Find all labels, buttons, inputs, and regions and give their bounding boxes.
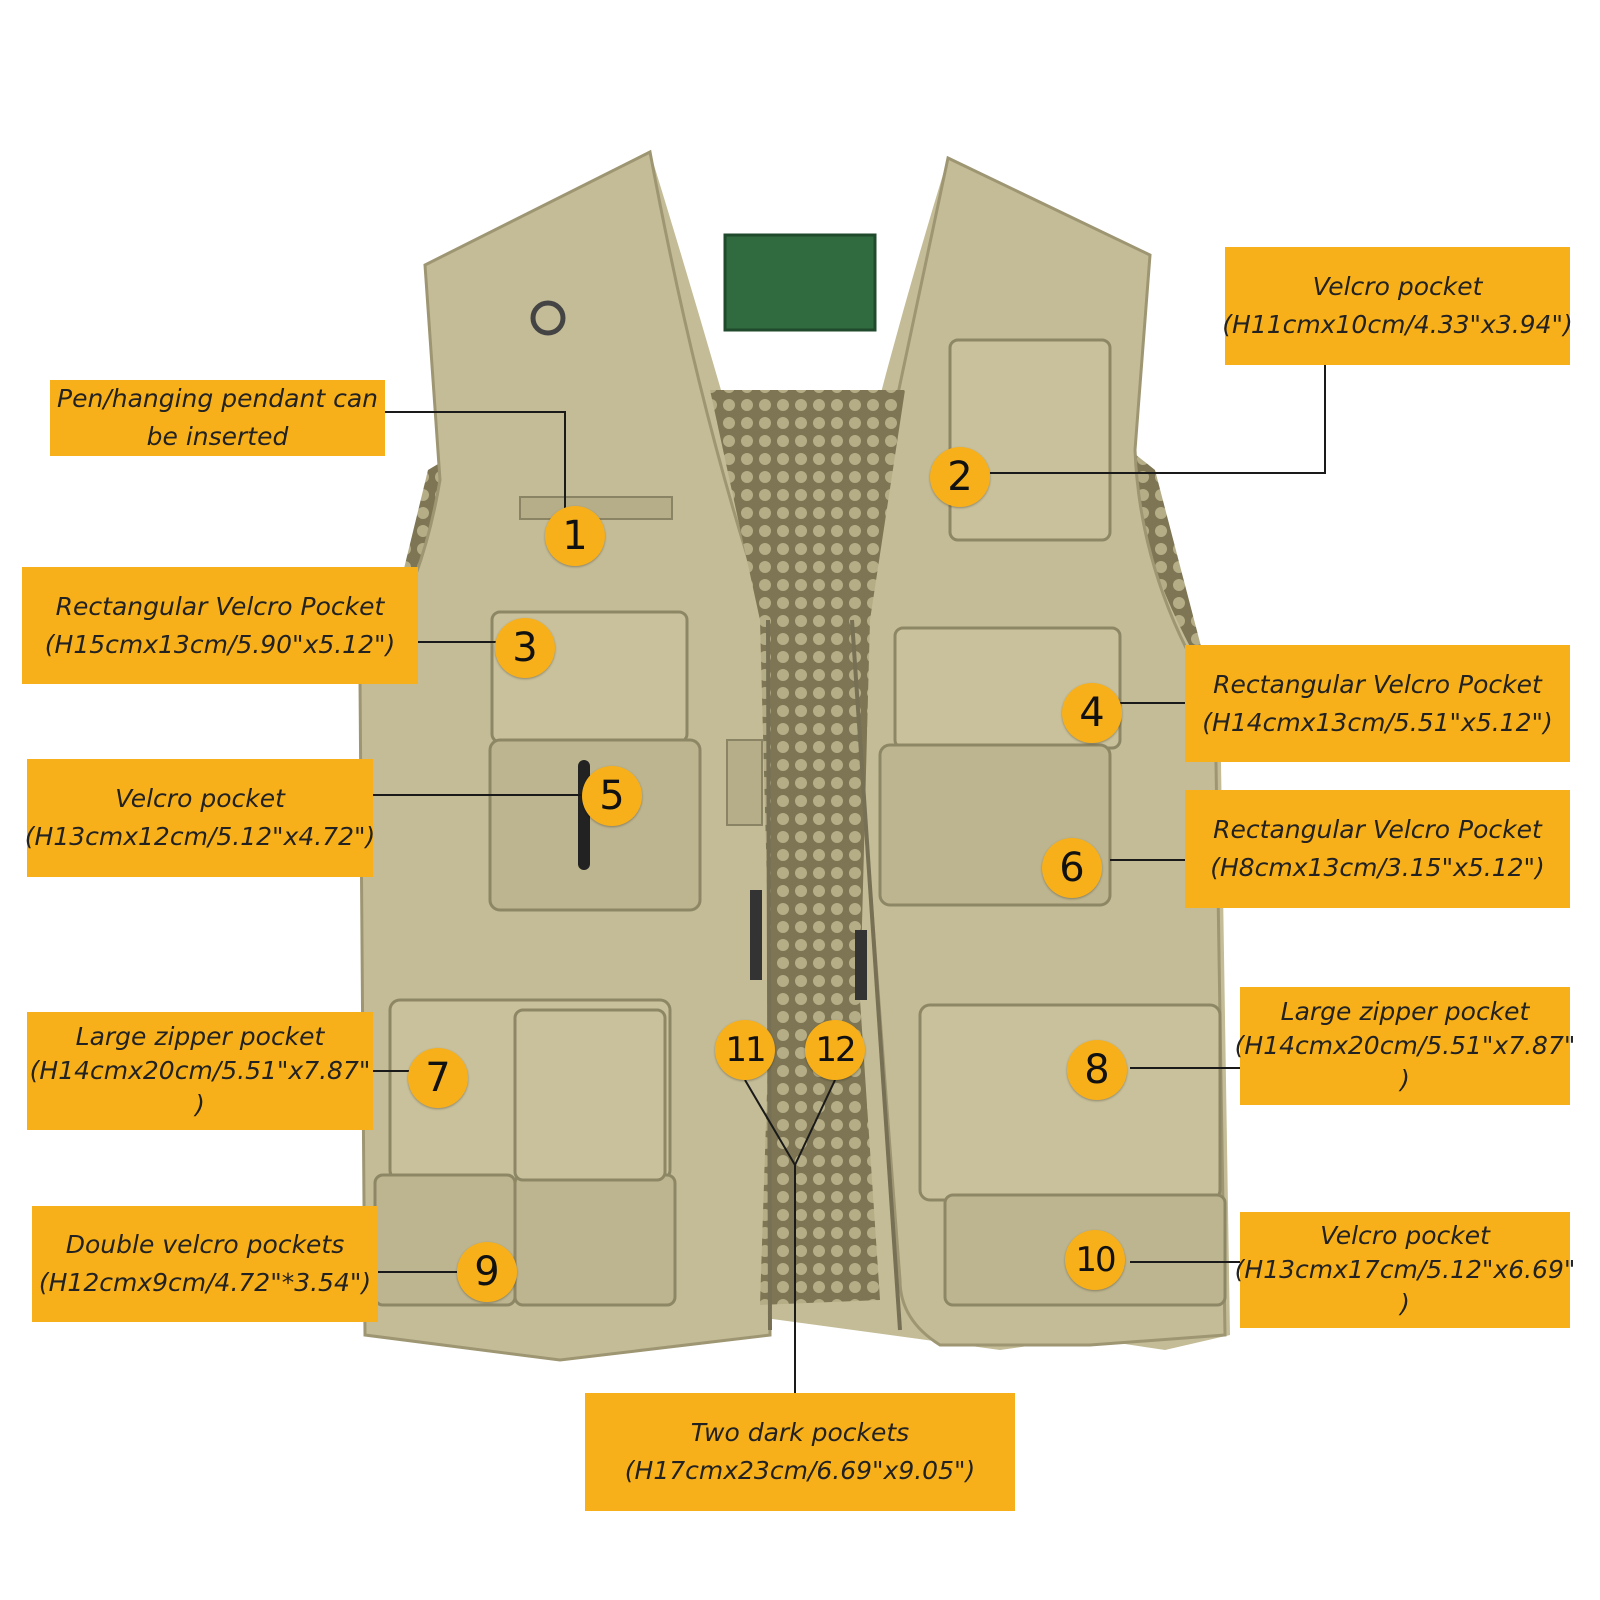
callout-7-line-1: Large zipper pocket [75,1022,325,1051]
callout-9-line-2: (H12cmx9cm/4.72"*3.54") [38,1268,372,1297]
callout-5-line-1: Velcro pocket [115,784,285,813]
callout-2-line-1: Velcro pocket [1312,272,1483,301]
badge-1: 1 [545,506,605,566]
badge-9: 9 [457,1242,517,1302]
velcro-tab [726,739,763,826]
callout-8-line-2: (H14cmx20cm/5.51"x7.87" [1234,1031,1576,1060]
callout-5-line-2: (H13cmx12cm/5.12"x4.72") [24,822,376,851]
center-zipper-right [850,619,902,1331]
zipper-pull-11 [750,890,762,980]
callout-7-line-3: ) [195,1090,205,1119]
badge-8: 8 [1067,1040,1127,1100]
callout-11-12-label: Two dark pockets (H17cmx23cm/6.69"x9.05"… [585,1393,1015,1511]
callout-10-line-3: ) [1400,1289,1410,1318]
badge-2: 2 [930,447,990,507]
callout-10-label: Velcro pocket (H13cmx17cm/5.12"x6.69" ) [1235,1212,1575,1328]
callout-11-12-line-1: Two dark pockets [690,1418,910,1447]
pocket-8 [918,1003,1222,1202]
callout-3-label: Rectangular Velcro Pocket (H15cmx13cm/5.… [22,567,418,684]
callout-3-line-2: (H15cmx13cm/5.90"x5.12") [44,629,396,659]
callout-9-label: Double velcro pockets (H12cmx9cm/4.72"*3… [32,1206,378,1322]
callout-3-line-1: Rectangular Velcro Pocket [55,591,385,621]
badge-3: 3 [495,618,555,678]
callout-1-label: Pen/hanging pendant can be inserted [50,380,385,456]
callout-10-line-2: (H13cmx17cm/5.12"x6.69" [1234,1255,1576,1284]
callout-11-12-line-2: (H17cmx23cm/6.69"x9.05") [624,1456,976,1485]
zipper-pull-12 [855,930,867,1000]
callout-8-label: Large zipper pocket (H14cmx20cm/5.51"x7.… [1235,987,1575,1105]
callout-4-line-2: (H14cmx13cm/5.51"x5.12") [1202,707,1553,737]
callout-2-line-2: (H11cmx10cm/4.33"x3.94") [1222,310,1573,339]
callout-4-label: Rectangular Velcro Pocket (H14cmx13cm/5.… [1185,645,1570,762]
badge-10: 10 [1065,1230,1125,1290]
badge-4: 4 [1062,683,1122,743]
pocket-5 [488,738,702,912]
pocket-9-right [513,1173,677,1307]
badge-5: 5 [582,766,642,826]
callout-7-line-2: (H14cmx20cm/5.51"x7.87" [29,1056,371,1085]
badge-6: 6 [1042,838,1102,898]
callout-10-line-1: Velcro pocket [1320,1221,1490,1250]
callout-4-line-1: Rectangular Velcro Pocket [1213,669,1542,699]
badge-11: 11 [715,1020,775,1080]
badge-7: 7 [408,1048,468,1108]
center-zipper-left [766,619,772,1331]
callout-2-label: Velcro pocket (H11cmx10cm/4.33"x3.94") [1222,247,1573,365]
callout-6-line-1: Rectangular Velcro Pocket [1213,815,1542,844]
callout-7-label: Large zipper pocket (H14cmx20cm/5.51"x7.… [27,1012,373,1130]
callout-6-label: Rectangular Velcro Pocket (H8cmx13cm/3.1… [1185,790,1570,908]
callout-6-line-2: (H8cmx13cm/3.15"x5.12") [1210,853,1545,882]
callout-1-line-2: be inserted [146,422,289,451]
callout-1-line-1: Pen/hanging pendant can [57,384,378,413]
center-mesh-panel [710,390,905,1305]
callout-8-line-3: ) [1400,1065,1410,1094]
collar-patch [723,233,877,332]
d-ring [530,300,566,336]
pocket-7-flap-right [513,1008,667,1182]
callout-9-line-1: Double velcro pockets [65,1230,345,1259]
callout-5-label: Velcro pocket (H13cmx12cm/5.12"x4.72") [24,759,376,877]
pocket-2 [948,338,1112,542]
badge-12: 12 [805,1020,865,1080]
callout-8-line-1: Large zipper pocket [1280,997,1530,1026]
